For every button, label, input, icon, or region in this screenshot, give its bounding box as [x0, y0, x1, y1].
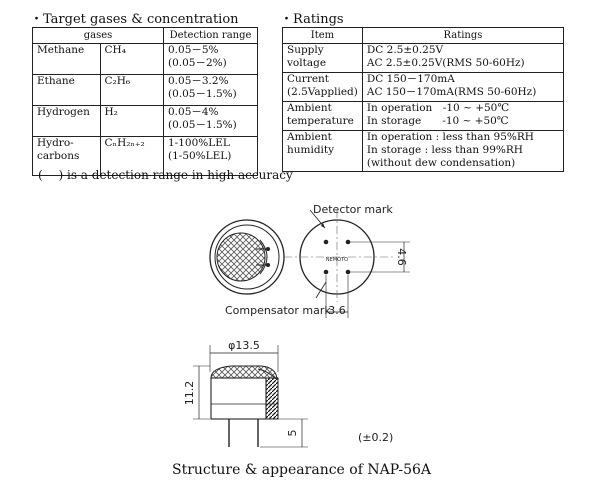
- table-row: Methane CH₄ 0.05－5%(0.05－2%): [32, 43, 258, 75]
- rating-item: Current(2.5Vapplied): [282, 72, 363, 102]
- gas-name: Methane: [32, 43, 101, 75]
- nemoto-mark: NEMOTO: [326, 257, 348, 263]
- table-header-row: gases Detection range: [32, 27, 258, 44]
- accuracy-note: ( ) is a detection range in high accurac…: [38, 168, 293, 182]
- gas-formula: CₙH₂ₙ₊₂: [99, 136, 164, 176]
- sensor-bottom-view: NEMOTO Detector mark 4.6 3.6 Compensator…: [225, 203, 410, 318]
- gas-range: 0.05－5%(0.05－2%): [163, 43, 258, 75]
- dim-4-6: 4.6: [395, 248, 408, 266]
- sensor-side-view: φ13.5 11.2 5 (±0.2): [183, 339, 393, 448]
- dim-diameter: φ13.5: [228, 339, 260, 352]
- dim-lead-length: 5: [286, 430, 299, 437]
- compensator-mark-label: Compensator mark: [225, 304, 331, 317]
- gas-formula: H₂: [99, 105, 164, 137]
- target-gases-table: gases Detection range Methane CH₄ 0.05－5…: [32, 27, 258, 176]
- sensor-top-view: [209, 219, 285, 295]
- gas-formula: C₂H₆: [99, 74, 164, 106]
- tolerance-label: (±0.2): [358, 431, 393, 444]
- dim-height: 11.2: [183, 381, 196, 406]
- dim-3-6: 3.6: [328, 304, 346, 317]
- target-gases-heading: ・Target gases & concentration: [30, 12, 239, 27]
- gas-range: 1-100%LEL(1-50%LEL): [163, 136, 258, 176]
- table-row: Hydrogen H₂ 0.05－4%(0.05－1.5%): [32, 105, 258, 137]
- detector-mark-label: Detector mark: [313, 203, 393, 216]
- figure-caption: Structure & appearance of NAP-56A: [172, 462, 432, 478]
- table-row: Hydro-carbons CₙH₂ₙ₊₂ 1-100%LEL(1-50%LEL…: [32, 136, 258, 176]
- gas-name: Hydrogen: [32, 105, 101, 137]
- gas-name: Hydro-carbons: [32, 136, 101, 176]
- ratings-heading: ・Ratings: [280, 12, 344, 27]
